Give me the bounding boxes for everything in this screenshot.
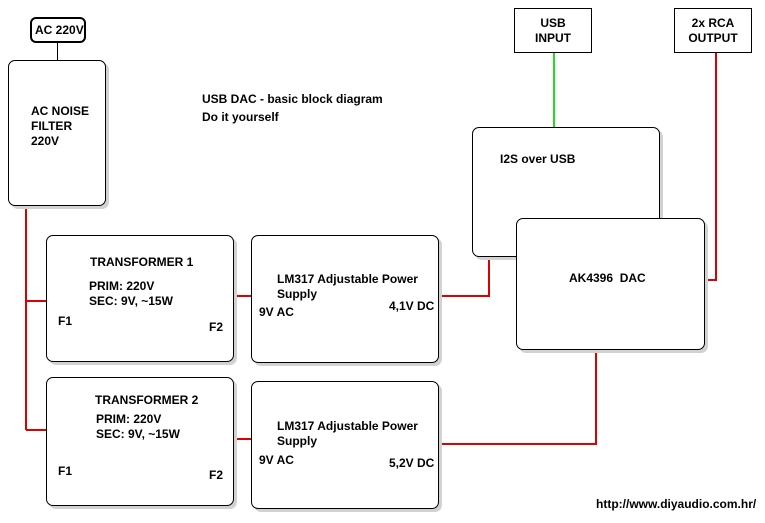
rca-output-label: 2x RCA OUTPUT: [688, 16, 738, 45]
transformer1-box: TRANSFORMER 1 PRIM: 220V SEC: 9V, ~15W F…: [46, 235, 234, 362]
transformer2-box: TRANSFORMER 2 PRIM: 220V SEC: 9V, ~15W F…: [46, 377, 234, 506]
psu2-title: LM317 Adjustable Power Supply: [277, 419, 418, 448]
diagram-subtitle: Do it yourself: [202, 110, 279, 124]
usb-input-box: USB INPUT: [514, 8, 592, 53]
transformer2-f2: F2: [209, 468, 224, 482]
ac-input-box: AC 220V: [30, 17, 86, 43]
transformer1-f1: F1: [58, 314, 73, 328]
ac-input-label: AC 220V: [35, 23, 84, 37]
i2s-usb-label: I2S over USB: [500, 152, 576, 166]
psu1-title: LM317 Adjustable Power Supply: [277, 272, 418, 301]
transformer1-specs: PRIM: 220V SEC: 9V, ~15W: [89, 279, 173, 308]
psu2-box: LM317 Adjustable Power Supply 9V AC 5,2V…: [251, 381, 439, 509]
transformer2-title: TRANSFORMER 2: [95, 393, 199, 407]
transformer2-f1: F1: [58, 464, 73, 478]
psu1-input: 9V AC: [259, 305, 294, 319]
wire-psu2-to-dac: [438, 350, 597, 445]
noise-filter-label: AC NOISE FILTER 220V: [31, 104, 90, 148]
transformer1-title: TRANSFORMER 1: [90, 255, 194, 269]
wire-psu1-to-i2s: [438, 256, 490, 297]
footer-url: http://www.diyaudio.com.hr/: [596, 497, 757, 511]
ac-input-connector: [57, 43, 58, 60]
psu2-output: 5,2V DC: [389, 456, 435, 470]
transformer2-specs: PRIM: 220V SEC: 9V, ~15W: [96, 412, 180, 441]
psu2-input: 9V AC: [259, 453, 294, 467]
diagram-title: USB DAC - basic block diagram: [202, 92, 383, 106]
usb-input-label: USB INPUT: [535, 16, 571, 45]
dac-box: AK4396 DAC: [516, 218, 705, 350]
transformer1-f2: F2: [209, 320, 224, 334]
psu1-output: 4,1V DC: [389, 299, 435, 313]
dac-label: AK4396 DAC: [569, 271, 646, 285]
wire-dac-to-rca: [704, 53, 717, 281]
noise-filter-box: AC NOISE FILTER 220V: [8, 60, 106, 206]
rca-output-box: 2x RCA OUTPUT: [674, 8, 752, 53]
psu1-box: LM317 Adjustable Power Supply 9V AC 4,1V…: [251, 235, 439, 363]
